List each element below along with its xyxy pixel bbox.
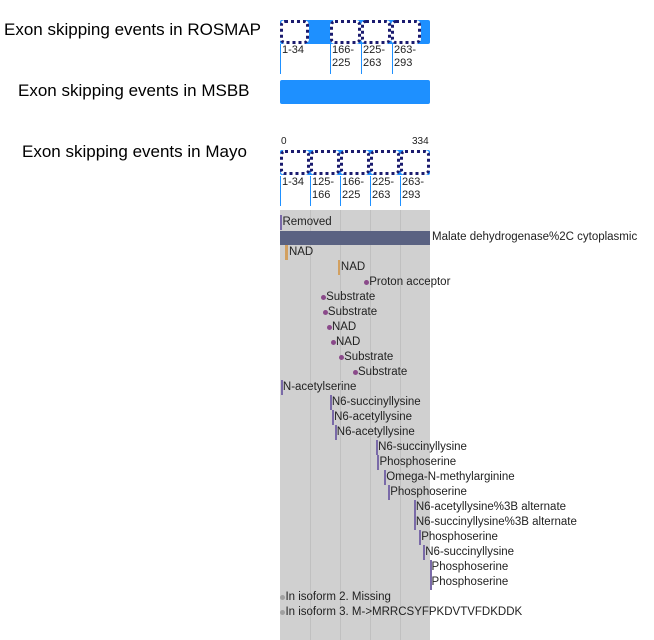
site-dot xyxy=(322,310,328,315)
mayo-exon-label: 225-263 xyxy=(370,176,399,206)
feature-label: N6-succinyllysine xyxy=(331,396,421,408)
isoform-dot xyxy=(280,610,286,615)
modification-tick xyxy=(413,500,416,515)
rosmap-exon-label: 225-263 xyxy=(361,44,389,74)
rosmap-exon-box[interactable] xyxy=(361,20,391,44)
rosmap-exon-box[interactable] xyxy=(330,20,361,44)
chain-bar xyxy=(280,231,430,245)
msbb-title: Exon skipping events in MSBB xyxy=(18,81,250,100)
mayo-exon-box[interactable] xyxy=(400,150,430,175)
feature-label: Phosphoserine xyxy=(379,456,457,468)
feature-label: NAD xyxy=(340,261,366,273)
rosmap-exon-label: 1-34 xyxy=(280,44,308,74)
modification-tick xyxy=(280,215,283,230)
exon-boundary-line xyxy=(310,210,311,640)
rosmap-exon-box[interactable] xyxy=(280,20,309,44)
site-dot xyxy=(353,370,358,375)
feature-label: Malate dehydrogenase%2C cytoplasmic xyxy=(432,231,638,243)
exon-boundary-line xyxy=(400,210,401,640)
feature-label: Substrate xyxy=(327,306,378,318)
feature-label: N6-succinyllysine xyxy=(378,441,467,453)
feature-label: Phosphoserine xyxy=(431,561,509,573)
feature-label: In isoform 2. Missing xyxy=(285,591,391,603)
feature-label: NAD xyxy=(335,336,361,348)
mayo-exon-label: 125-166 xyxy=(310,176,339,206)
site-dot xyxy=(321,295,327,300)
feature-label: N6-acetyllysine xyxy=(334,411,413,423)
modification-tick xyxy=(329,395,332,410)
scale-start: 0 xyxy=(281,136,287,147)
feature-panel xyxy=(280,210,430,640)
site-dot xyxy=(326,325,332,330)
binding-site-bar xyxy=(337,260,340,275)
feature-label: Substrate xyxy=(326,291,376,303)
feature-label: Omega-N-methylarginine xyxy=(386,471,515,483)
exon-boundary-line xyxy=(340,210,341,640)
mayo-exon-label: 263-293 xyxy=(400,176,429,206)
feature-label: N6-acetyllysine xyxy=(336,426,415,438)
exon-boundary-line xyxy=(370,210,371,640)
feature-label: Removed xyxy=(282,216,332,228)
mayo-exon-label: 166-225 xyxy=(340,176,369,206)
modification-tick xyxy=(332,410,335,425)
modification-tick xyxy=(388,485,391,500)
rosmap-title: Exon skipping events in ROSMAP xyxy=(4,20,262,39)
mayo-exon-box[interactable] xyxy=(370,150,400,175)
modification-tick xyxy=(377,455,380,470)
modification-tick xyxy=(376,440,379,455)
feature-label: N6-succinyllysine%3B alternate xyxy=(415,516,577,528)
site-dot xyxy=(330,340,336,345)
feature-label: Substrate xyxy=(344,351,394,363)
binding-site-bar xyxy=(284,245,288,260)
site-dot xyxy=(339,355,345,360)
feature-label: Phosphoserine xyxy=(421,531,498,543)
modification-tick xyxy=(384,470,387,485)
mayo-exon-box[interactable] xyxy=(280,150,310,175)
modification-tick xyxy=(280,380,283,395)
site-dot xyxy=(364,280,370,285)
feature-label: N-acetylserine xyxy=(282,381,357,393)
feature-label: NAD xyxy=(331,321,357,333)
modification-tick xyxy=(429,560,432,575)
feature-label: Phosphoserine xyxy=(390,486,467,498)
rosmap-exon-label: 166-225 xyxy=(330,44,358,74)
feature-label: N6-succinyllysine xyxy=(425,546,515,558)
feature-label: N6-acetyllysine%3B alternate xyxy=(415,501,567,513)
feature-label: Substrate xyxy=(358,366,408,378)
mayo-exon-label: 1-34 xyxy=(280,176,309,206)
msbb-track xyxy=(280,80,430,104)
modification-tick xyxy=(429,575,432,590)
feature-label: Phosphoserine xyxy=(431,576,509,588)
modification-tick xyxy=(423,545,426,560)
rosmap-exon-label: 263-293 xyxy=(392,44,420,74)
feature-label: Proton acceptor xyxy=(369,276,451,288)
mayo-exon-box[interactable] xyxy=(340,150,370,175)
mayo-exon-box[interactable] xyxy=(310,150,340,175)
feature-label: In isoform 3. M->MRRCSYFPKDVTVFDKDDK xyxy=(285,606,523,618)
scale-end: 334 xyxy=(412,136,429,147)
modification-tick xyxy=(419,530,422,545)
mayo-title: Exon skipping events in Mayo xyxy=(22,142,247,161)
modification-tick xyxy=(334,425,337,440)
modification-tick xyxy=(413,515,416,530)
rosmap-exon-box[interactable] xyxy=(391,20,421,44)
feature-label: NAD xyxy=(288,246,314,258)
isoform-dot xyxy=(280,595,286,600)
